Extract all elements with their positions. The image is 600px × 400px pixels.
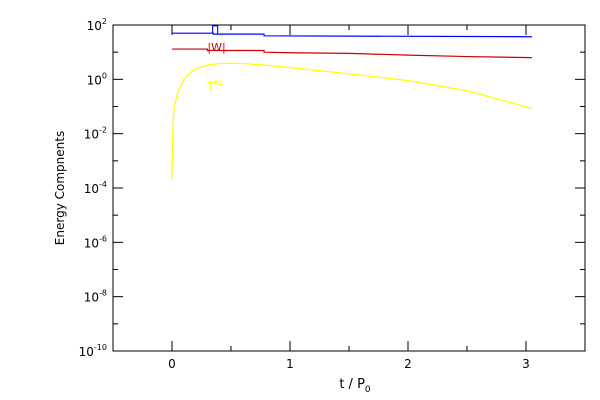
x-tick-label: 0 — [168, 357, 176, 371]
series-label-0: Π — [211, 24, 219, 37]
y-tick-label: 102 — [87, 17, 107, 33]
series-line-1 — [172, 48, 532, 59]
x-tick-label: 3 — [522, 357, 530, 371]
series-label-2: TRL — [206, 79, 223, 93]
y-tick-label: 100 — [87, 71, 107, 87]
y-tick-label: 10-8 — [84, 289, 107, 305]
y-tick-label: 10-10 — [79, 343, 107, 359]
y-tick-label: 10-4 — [84, 180, 107, 196]
plot-annotations: Π |W| TRL — [206, 24, 225, 93]
y-tick-label: 10-6 — [84, 234, 107, 250]
plot-axes: 0 1 2 3 102 100 10-2 10-4 10-6 10-8 10-10 — [79, 17, 586, 371]
series-label-1: |W| — [207, 41, 225, 54]
y-axis-label: Energy Compnents — [53, 131, 67, 245]
x-tick-label: 2 — [404, 357, 412, 371]
series-line-0 — [172, 32, 532, 38]
series-line-2 — [171, 62, 533, 180]
y-tick-label: 10-2 — [84, 126, 107, 142]
x-tick-label: 1 — [286, 357, 294, 371]
x-axis-label: t / P0 — [339, 377, 371, 395]
plot-series — [171, 32, 533, 180]
